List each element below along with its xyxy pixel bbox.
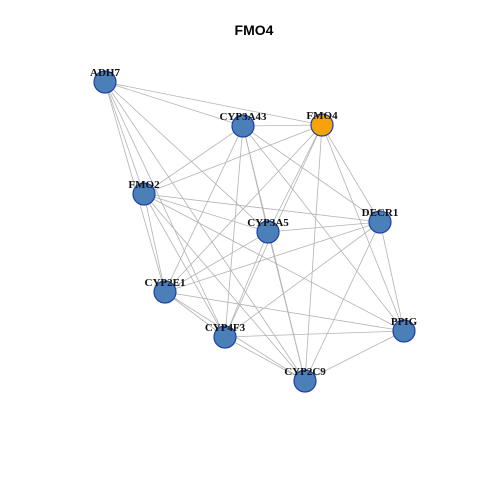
edge-decr1-cyp2c9: [304, 221, 381, 382]
edge-fmo2-cyp3a5: [143, 193, 269, 233]
edge-cyp4f3-ppig: [224, 330, 405, 338]
edge-fmo4-decr1: [321, 124, 381, 223]
edge-cyp3a43-fmo2: [143, 125, 244, 195]
edge-adh7-fmo2: [104, 81, 145, 195]
edge-adh7-cyp2c9: [104, 81, 306, 382]
edge-cyp3a43-cyp2e1: [164, 125, 244, 293]
edge-fmo2-ppig: [143, 193, 405, 332]
edge-cyp3a43-fmo4: [242, 124, 323, 127]
graph-title: FMO4: [235, 22, 274, 38]
node-cyp4f3[interactable]: [213, 325, 237, 349]
node-label-cyp3a43: CYP3A43: [219, 111, 267, 123]
edge-cyp3a43-decr1: [242, 125, 381, 223]
edge-fmo4-cyp2c9: [304, 124, 323, 382]
edge-fmo2-cyp2e1: [143, 193, 166, 293]
edge-adh7-fmo4: [104, 81, 323, 126]
node-label-decr1: DECR1: [362, 207, 399, 219]
edge-decr1-ppig: [379, 221, 405, 332]
edge-adh7-cyp3a43: [104, 81, 244, 127]
node-label-fmo2: FMO2: [128, 179, 160, 191]
node-label-cyp2e1: CYP2E1: [145, 277, 186, 289]
node-label-adh7: ADH7: [90, 67, 120, 79]
edge-adh7-cyp4f3: [104, 81, 226, 338]
node-adh7[interactable]: [93, 70, 117, 94]
edge-fmo2-cyp4f3: [143, 193, 226, 338]
edge-cyp3a5-cyp4f3: [224, 231, 269, 338]
edge-cyp3a43-cyp4f3: [224, 125, 244, 338]
node-decr1[interactable]: [368, 210, 392, 234]
node-layer: [93, 70, 416, 393]
edge-cyp3a5-cyp2c9: [267, 231, 306, 382]
node-ppig[interactable]: [392, 319, 416, 343]
edge-cyp2e1-cyp4f3: [164, 291, 226, 338]
node-cyp3a43[interactable]: [231, 114, 255, 138]
edge-fmo4-cyp3a5: [267, 124, 323, 233]
node-label-cyp4f3: CYP4F3: [205, 322, 246, 334]
edge-fmo2-decr1: [143, 193, 381, 223]
node-fmo2[interactable]: [132, 182, 156, 206]
edge-fmo4-ppig: [321, 124, 405, 332]
edge-cyp3a5-cyp2e1: [164, 231, 269, 293]
node-fmo4[interactable]: [310, 113, 334, 137]
edge-cyp4f3-cyp2c9: [224, 336, 306, 382]
node-label-fmo4: FMO4: [306, 110, 338, 122]
node-cyp2e1[interactable]: [153, 280, 177, 304]
edge-adh7-cyp3a5: [104, 81, 269, 233]
edge-layer: [104, 81, 405, 382]
edge-cyp2e1-ppig: [164, 291, 405, 332]
edge-decr1-cyp2e1: [164, 221, 381, 293]
edge-fmo2-cyp2c9: [143, 193, 306, 382]
node-cyp2c9[interactable]: [293, 369, 317, 393]
edge-fmo4-cyp2e1: [164, 124, 323, 293]
node-cyp3a5[interactable]: [256, 220, 280, 244]
node-label-cyp3a5: CYP3A5: [247, 217, 289, 229]
edge-ppig-cyp2c9: [304, 330, 405, 382]
node-label-ppig: PPIG: [391, 316, 418, 328]
edge-cyp3a5-decr1: [267, 221, 381, 233]
edge-decr1-cyp4f3: [224, 221, 381, 338]
node-label-cyp2c9: CYP2C9: [284, 366, 326, 378]
edge-cyp3a43-ppig: [242, 125, 405, 332]
edge-fmo4-fmo2: [143, 124, 323, 195]
